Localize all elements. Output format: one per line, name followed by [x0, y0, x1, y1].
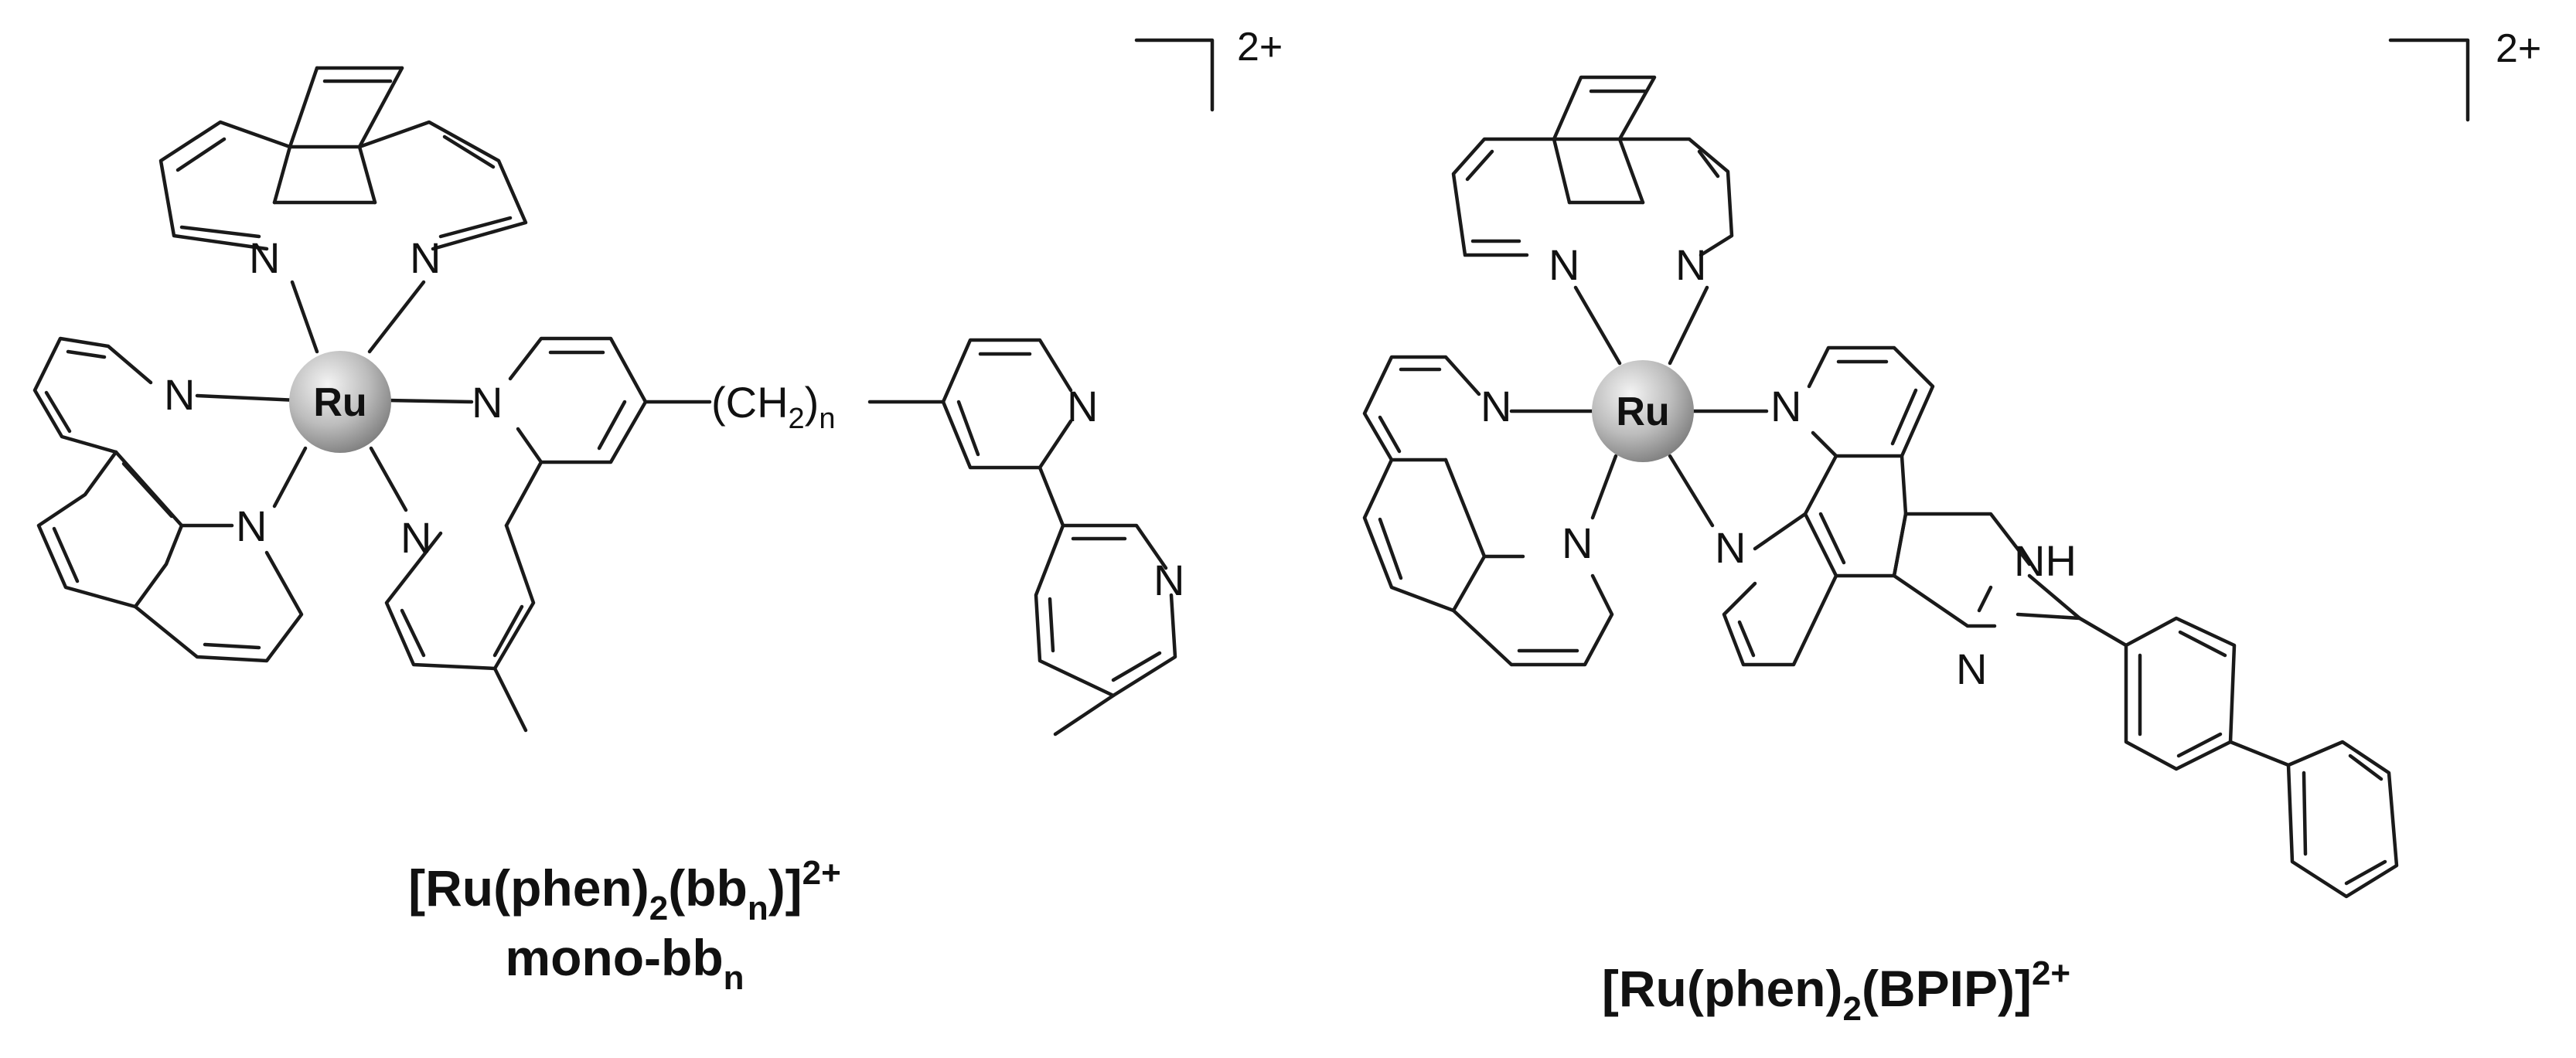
left-left-phen-n1: N: [164, 370, 195, 419]
left-free-bpy-n2: N: [1153, 556, 1184, 604]
right-ru-label: Ru: [1616, 390, 1669, 434]
left-free-bpy-n1: N: [1067, 382, 1098, 430]
left-top-phenanthroline: [158, 66, 528, 251]
right-biphenyl: [2077, 616, 2399, 899]
right-charge: 2+: [2496, 26, 2541, 71]
left-linker-label: (CH2)n: [711, 378, 835, 435]
left-bpy-n2: N: [400, 513, 431, 562]
left-caption-formula: [Ru(phen)2(bbn)]2+: [408, 854, 841, 927]
left-caption-name: mono-bbn: [505, 929, 744, 997]
left-bipyridine-free: [941, 338, 1177, 737]
right-complex: N N N N: [1362, 26, 2541, 1028]
right-left-phenanthroline: [1362, 355, 1614, 667]
right-imidazole-n: N: [1956, 645, 1987, 693]
right-coordination-bonds: [1509, 285, 1769, 528]
right-left-phen-n1: N: [1481, 382, 1511, 430]
left-left-phen-n2: N: [236, 502, 267, 550]
left-ru-label: Ru: [313, 380, 366, 425]
left-top-phen-n1: N: [249, 233, 280, 282]
right-caption-formula: [Ru(phen)2(BPIP)]2+: [1602, 954, 2070, 1028]
left-top-phen-n2: N: [410, 233, 441, 282]
left-charge: 2+: [1237, 25, 1283, 70]
right-bpip-n1: N: [1770, 382, 1801, 430]
right-top-phen-n1: N: [1549, 240, 1579, 289]
right-bpip-n2: N: [1715, 523, 1746, 572]
right-ru-sphere: [1592, 360, 1694, 462]
right-top-phenanthroline: [1451, 75, 1734, 257]
right-imidazole-nh: NH: [2014, 536, 2077, 585]
right-bpip-core: [1722, 345, 2082, 667]
left-ru-sphere: [289, 351, 391, 453]
right-left-phen-n2: N: [1562, 519, 1593, 567]
left-charge-bracket: [1134, 38, 1215, 112]
left-left-phenanthroline: [32, 336, 304, 663]
left-coordination-bonds: [195, 280, 474, 512]
left-complex: N N N N: [32, 25, 1283, 997]
right-top-phen-n2: N: [1675, 240, 1706, 289]
right-charge-bracket: [2388, 38, 2470, 122]
left-bpy-n1: N: [472, 378, 503, 427]
